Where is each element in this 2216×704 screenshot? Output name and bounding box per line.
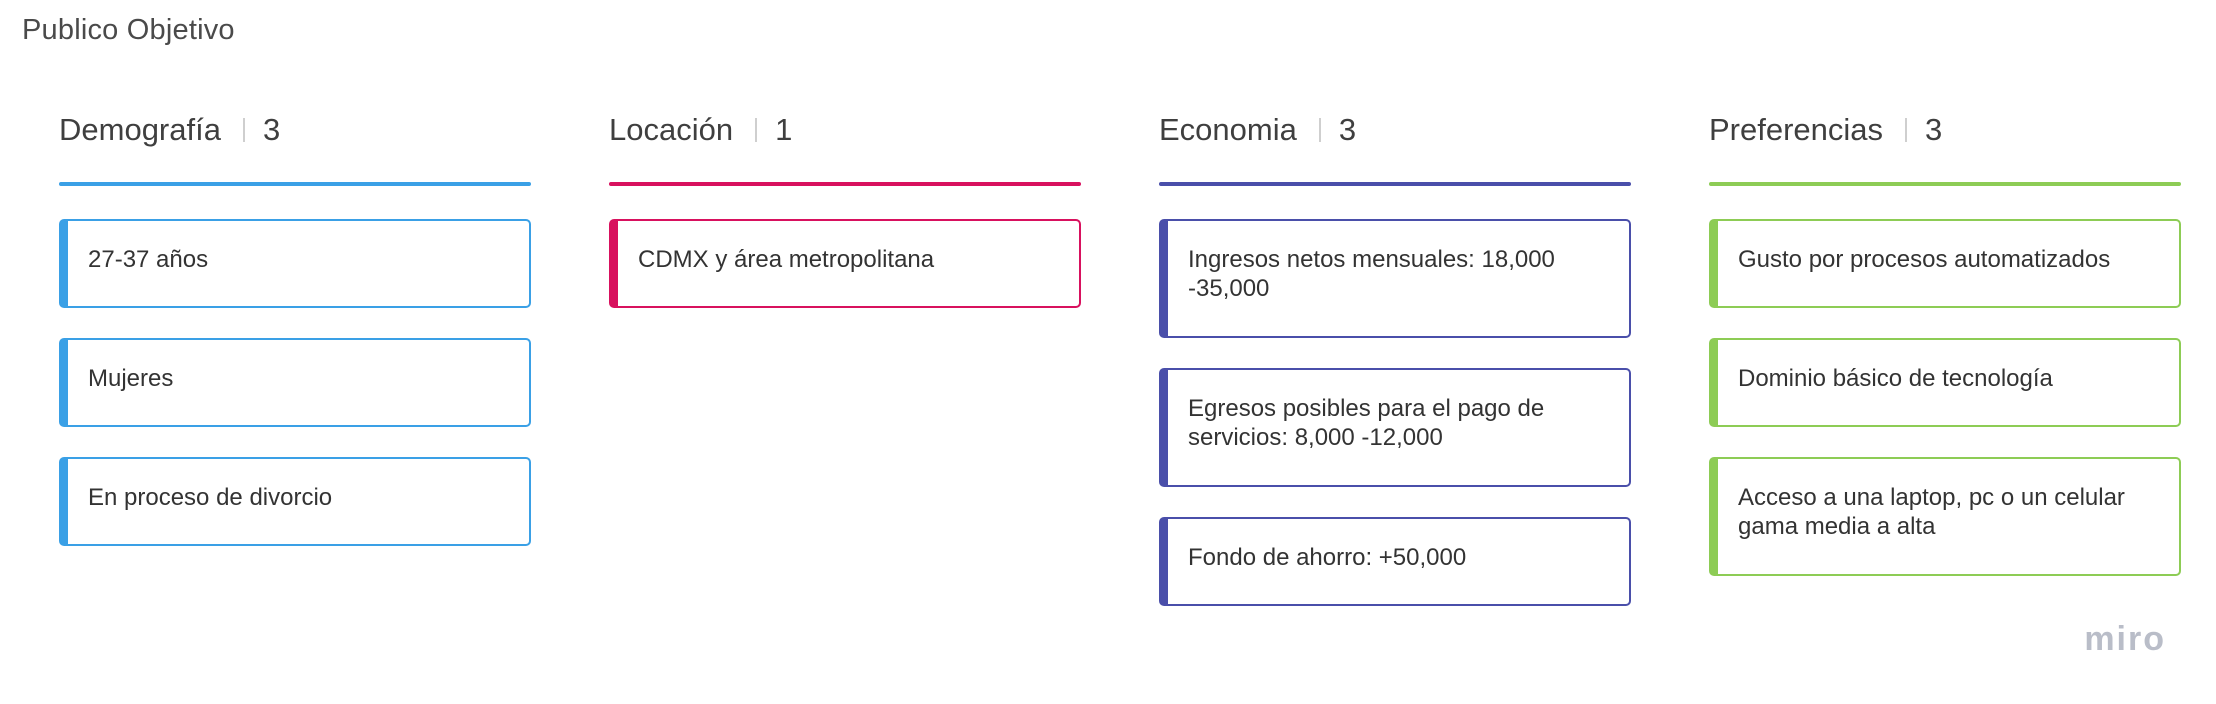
header-divider bbox=[1905, 118, 1908, 142]
card[interactable]: CDMX y área metropolitana bbox=[609, 219, 1081, 308]
column-title: Economia bbox=[1159, 112, 1297, 147]
column-header[interactable]: Locación 1 bbox=[609, 110, 1081, 150]
column-economia: Economia 3 Ingresos netos mensuales: 18,… bbox=[1159, 110, 1631, 636]
column-locacion: Locación 1 CDMX y área metropolitana bbox=[609, 110, 1081, 338]
card[interactable]: Ingresos netos mensuales: 18,000 -35,000 bbox=[1159, 219, 1631, 338]
column-header[interactable]: Demografía 3 bbox=[59, 110, 531, 150]
card-list: Gusto por procesos automatizados Dominio… bbox=[1709, 219, 2181, 576]
board-title: Publico Objetivo bbox=[22, 14, 235, 46]
column-count: 3 bbox=[1925, 112, 1943, 147]
card[interactable]: 27-37 años bbox=[59, 219, 531, 308]
card[interactable]: En proceso de divorcio bbox=[59, 457, 531, 546]
header-divider bbox=[242, 118, 245, 142]
card[interactable]: Dominio básico de tecnología bbox=[1709, 338, 2181, 427]
column-demografia: Demografía 3 27-37 años Mujeres En proce… bbox=[59, 110, 531, 576]
column-underline bbox=[1709, 182, 2181, 186]
miro-logo: miro bbox=[2084, 620, 2166, 658]
card[interactable]: Egresos posibles para el pago de servici… bbox=[1159, 368, 1631, 487]
column-title: Preferencias bbox=[1709, 112, 1884, 147]
card[interactable]: Gusto por procesos automatizados bbox=[1709, 219, 2181, 308]
column-underline bbox=[59, 182, 531, 186]
header-divider bbox=[1318, 118, 1321, 142]
card[interactable]: Mujeres bbox=[59, 338, 531, 427]
column-count: 3 bbox=[1338, 112, 1357, 147]
column-count: 3 bbox=[262, 112, 281, 147]
column-header[interactable]: Economia 3 bbox=[1159, 110, 1631, 150]
column-underline bbox=[609, 182, 1081, 186]
column-preferencias: Preferencias 3 Gusto por procesos automa… bbox=[1709, 110, 2181, 606]
column-count: 1 bbox=[775, 112, 793, 147]
card-list: 27-37 años Mujeres En proceso de divorci… bbox=[59, 219, 531, 546]
card[interactable]: Acceso a una laptop, pc o un celular gam… bbox=[1709, 457, 2181, 576]
column-title: Locación bbox=[609, 112, 734, 147]
column-title: Demografía bbox=[59, 112, 221, 147]
card-list: CDMX y área metropolitana bbox=[609, 219, 1081, 308]
card-list: Ingresos netos mensuales: 18,000 -35,000… bbox=[1159, 219, 1631, 606]
card[interactable]: Fondo de ahorro: +50,000 bbox=[1159, 517, 1631, 606]
column-header[interactable]: Preferencias 3 bbox=[1709, 110, 2181, 150]
column-underline bbox=[1159, 182, 1631, 186]
header-divider bbox=[755, 118, 758, 142]
